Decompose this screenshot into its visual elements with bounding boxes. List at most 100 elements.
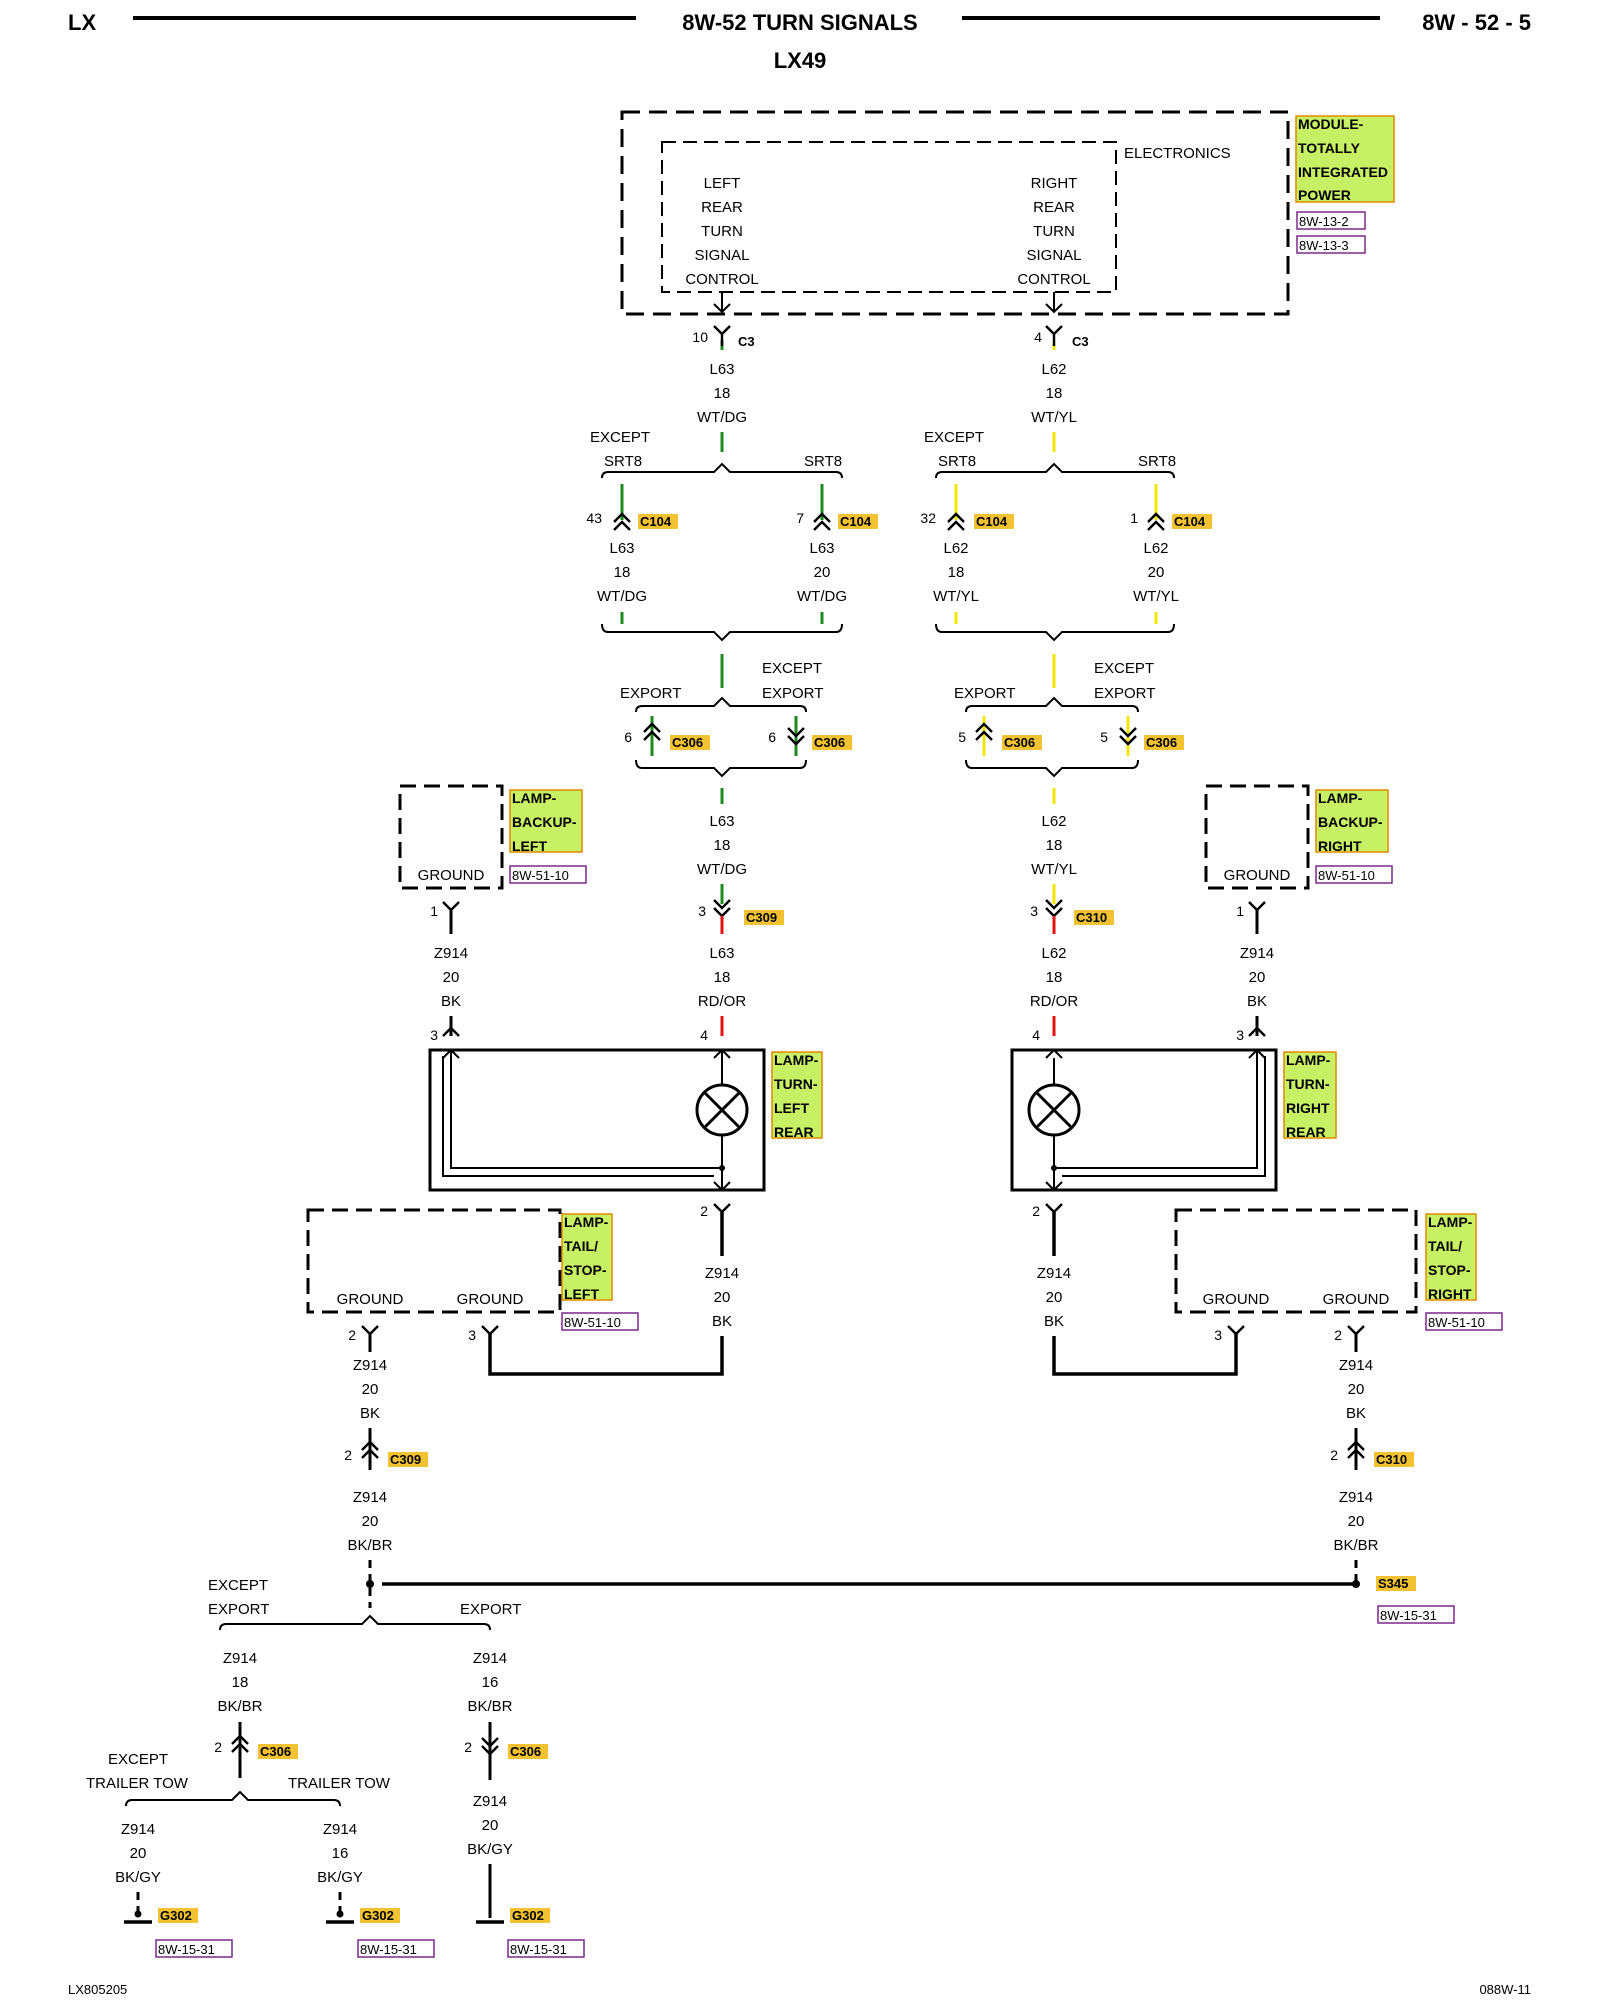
right-w1-circuit: L62 [1041,361,1066,378]
tail-right-tag-2: TAIL/ [1428,1238,1462,1254]
gr-c310-pin: 2 [1330,1447,1338,1463]
backup-right-tag-1: LAMP- [1318,790,1363,806]
gl-w1-circuit: Z914 [353,1357,387,1374]
backup-left-lamp-pin: 3 [430,1027,438,1043]
lamp-backup-right: GROUND LAMP- BACKUP- RIGHT 8W-51-10 1 Z9… [1204,784,1393,1043]
turn-left-pin-out: 2 [700,1203,708,1219]
g302-label-1: G302 [160,1908,192,1923]
gl-c306a-pin: 2 [214,1739,222,1755]
backup-right-lamp-pin: 3 [1236,1027,1244,1043]
left-except-export-2: EXPORT [762,685,823,702]
module-tag-4: POWER [1298,187,1351,203]
backup-left-w-color: BK [441,993,461,1010]
lamp-turn-right-rear: 4 LAMP- TURN- RIGHT REAR 2 Z914 20 BK [1010,1027,1337,1376]
left-control-3: TURN [701,223,743,240]
right-except-export-1: EXCEPT [1094,660,1154,677]
backup-right-w-gauge: 20 [1249,969,1266,986]
tail-left-tag-3: STOP- [564,1262,607,1278]
right-srt8a-label: SRT8 [938,453,976,470]
backup-right-w-circuit: Z914 [1240,945,1274,962]
left-control-2: REAR [701,199,743,216]
gr-w2-color: BK/BR [1333,1537,1378,1554]
left-w2-color: WT/DG [697,861,747,878]
left-c309-label: C309 [746,910,777,925]
left-c3-label: C3 [738,334,755,349]
gl-w1-color: BK [360,1405,380,1422]
right-control-3: TURN [1033,223,1075,240]
backup-right-ref: 8W-51-10 [1318,868,1375,883]
tail-left-tag-4: LEFT [564,1286,599,1302]
module-tag-2: TOTALLY [1298,140,1361,156]
gl-wb-color: BK/BR [467,1698,512,1715]
right-export-label: EXPORT [954,685,1015,702]
tail-left-ref: 8W-51-10 [564,1315,621,1330]
gl-except-export-1: EXCEPT [208,1577,268,1594]
right-c3-label: C3 [1072,334,1089,349]
turn-left-pin-in: 4 [700,1027,708,1043]
left-control-4: SIGNAL [694,247,749,264]
backup-left-ref: 8W-51-10 [512,868,569,883]
turn-left-tag-2: TURN- [774,1076,818,1092]
left-w4-gauge: 20 [714,1289,731,1306]
right-c306a-label: C306 [1004,735,1035,750]
right-wb-color: WT/YL [1133,588,1179,605]
left-c306a-label: C306 [672,735,703,750]
tail-left-tag-2: TAIL/ [564,1238,598,1254]
right-control-1: RIGHT [1031,175,1078,192]
left-wa-circuit: L63 [609,540,634,557]
right-w2-gauge: 18 [1046,837,1063,854]
tail-right-ref: 8W-51-10 [1428,1315,1485,1330]
gl-wa-circuit: Z914 [223,1650,257,1667]
tail-right-pin2: 2 [1334,1327,1342,1343]
right-c306a-pin: 5 [958,729,966,745]
right-w3-gauge: 18 [1046,969,1063,986]
backup-right-tag-2: BACKUP- [1318,814,1383,830]
right-w4-gauge: 20 [1046,1289,1063,1306]
right-c3-pin: 4 [1034,329,1042,345]
right-except-label: EXCEPT [924,429,984,446]
right-control-2: REAR [1033,199,1075,216]
left-srt8a-label: SRT8 [604,453,642,470]
gl-except-export-2: EXPORT [208,1601,269,1618]
tail-right-pin3: 3 [1214,1327,1222,1343]
right-w1-gauge: 18 [1046,385,1063,402]
gl-except-tt-2: TRAILER TOW [86,1775,189,1792]
left-c306b-pin: 6 [768,729,776,745]
turn-right-tag-4: REAR [1286,1124,1326,1140]
right-c104a-pin: 32 [920,510,936,526]
gl-wc-circuit: Z914 [121,1821,155,1838]
right-w1-color: WT/YL [1031,409,1077,426]
left-w1-gauge: 18 [714,385,731,402]
header-left: LX [68,10,96,35]
module-tipm: ELECTRONICS LEFT REAR TURN SIGNAL CONTRO… [620,110,1395,316]
backup-left-tag-1: LAMP- [512,790,557,806]
backup-left-w-gauge: 20 [443,969,460,986]
gl-wa-color: BK/BR [217,1698,262,1715]
s345-ref: 8W-15-31 [1380,1608,1437,1623]
right-c306b-pin: 5 [1100,729,1108,745]
right-control-4: SIGNAL [1026,247,1081,264]
right-wa-color: WT/YL [933,588,979,605]
electronics-label: ELECTRONICS [1124,145,1231,162]
right-except-export-2: EXPORT [1094,685,1155,702]
gl-wd-gauge: 16 [332,1845,349,1862]
backup-right-ground: GROUND [1224,867,1291,884]
gl-wc-gauge: 20 [130,1845,147,1862]
gl-c309-label: C309 [390,1452,421,1467]
left-turn-circuit: 10 C3 L63 18 WT/DG EXCEPT SRT8 SRT8 43 7… [586,325,878,1036]
module-ref-1: 8W-13-2 [1299,214,1349,229]
module-tag-box [1295,115,1395,203]
gl-c306b-label: C306 [510,1744,541,1759]
left-c309-pin: 3 [698,903,706,919]
right-control-5: CONTROL [1017,271,1090,288]
left-c3-pin: 10 [692,329,708,345]
module-tag-3: INTEGRATED [1298,164,1388,180]
right-w3-color: RD/OR [1030,993,1079,1010]
gl-wd-circuit: Z914 [323,1821,357,1838]
header: LX 8W-52 TURN SIGNALS 8W - 52 - 5 LX49 [68,10,1531,73]
left-w2-circuit: L63 [709,813,734,830]
tail-right-tag-4: RIGHT [1428,1286,1472,1302]
page-subtitle: LX49 [774,48,827,73]
gl-we-circuit: Z914 [473,1793,507,1810]
